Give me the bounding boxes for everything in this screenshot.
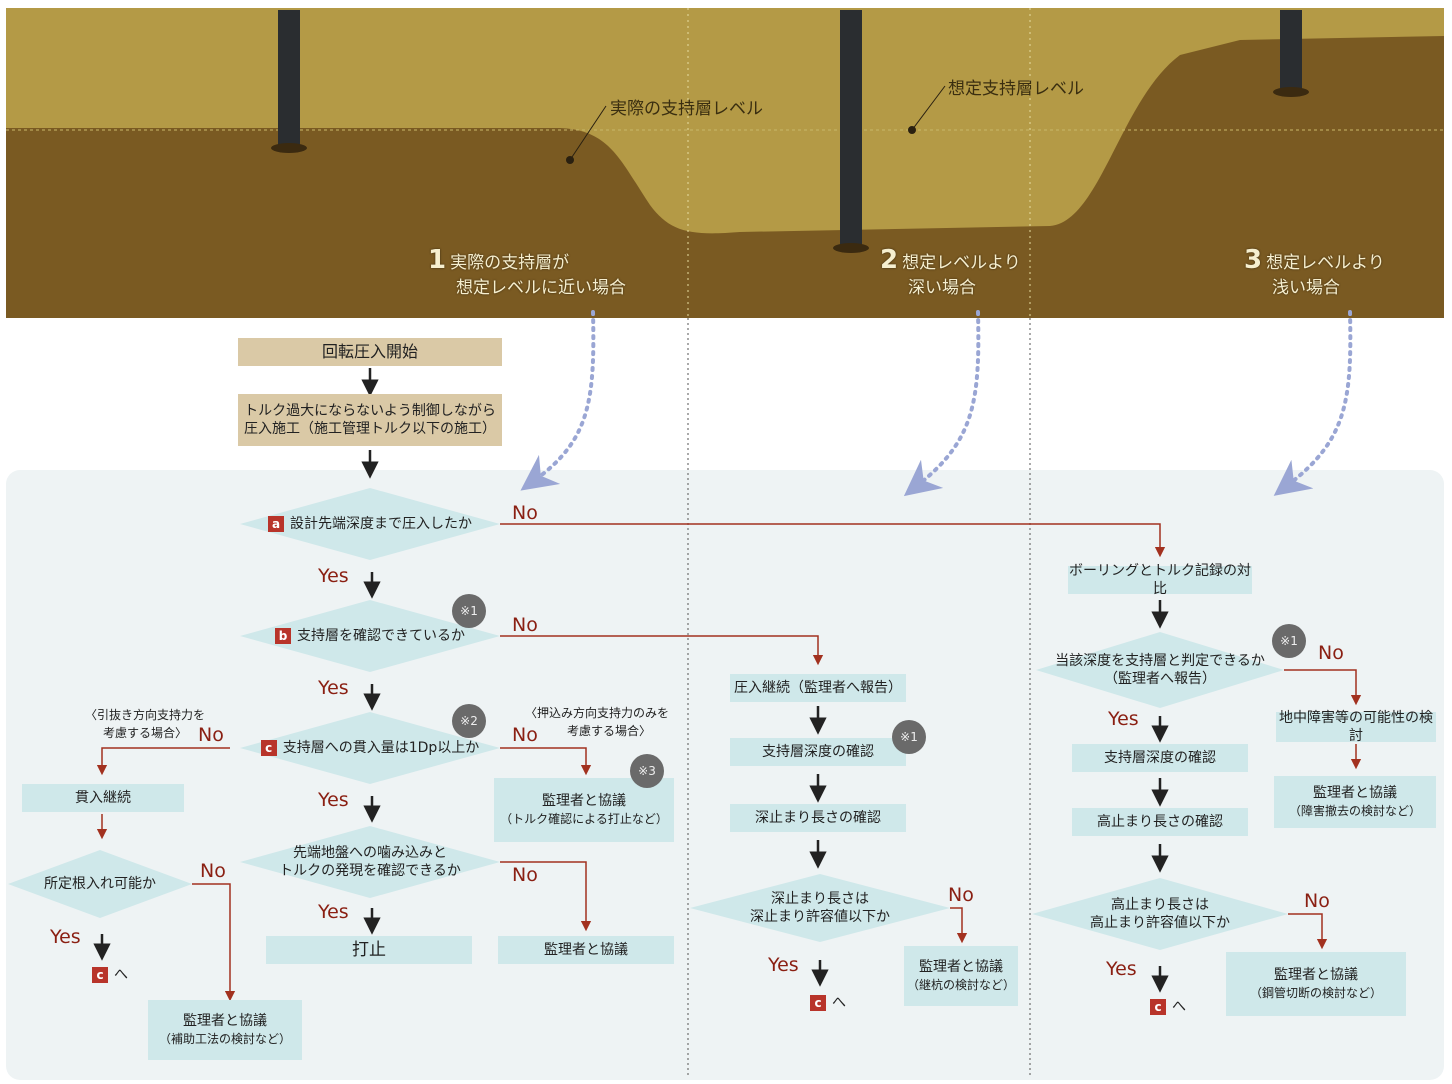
- yes-label-embed: Yes: [50, 926, 81, 948]
- note3-badge: ※3: [630, 754, 664, 788]
- col3-yes-label-1: Yes: [1108, 708, 1139, 730]
- col2-continue-box: 圧入継続（監理者へ報告）: [730, 674, 906, 702]
- col3-compare-box: ボーリングとトルク記録の対比: [1068, 563, 1252, 597]
- pile-3: [1280, 10, 1302, 92]
- diamond-a: [240, 488, 500, 560]
- pile-1: [278, 10, 300, 150]
- col3-yes-label-2: Yes: [1106, 958, 1137, 980]
- note2-badge: ※2: [452, 704, 486, 738]
- stop-box: 打止: [266, 936, 472, 964]
- pile-2: [840, 10, 862, 250]
- col2-consult-box: 監理者と協議（継杭の検討など）: [904, 946, 1018, 1006]
- leader-actual: [569, 105, 607, 161]
- pile-3-base: [1273, 87, 1309, 97]
- start-box: 回転圧入開始: [238, 338, 502, 366]
- case2-arrow: [903, 310, 981, 497]
- continue-penetration-box: 貫入継続: [22, 784, 184, 812]
- col2-question: 深止まり長さは深止まり許容値以下か: [750, 891, 890, 925]
- yes-label-c: Yes: [318, 789, 349, 811]
- col2-depth-box: 支持層深度の確認: [730, 738, 906, 766]
- no-label-c-left: No: [198, 724, 224, 746]
- case3-arrow: [1273, 310, 1353, 496]
- leader-assumed: [911, 85, 946, 131]
- no-label-b: No: [512, 614, 538, 636]
- assumed-level-label: 想定支持層レベル: [948, 79, 1084, 99]
- no-label-c-right: No: [512, 724, 538, 746]
- diamond-c: [240, 712, 500, 784]
- question-tip: 先端地盤への噛み込みとトルクの発現を確認できるか: [279, 845, 461, 879]
- consult-aux-box: 監理者と協議（補助工法の検討など）: [148, 1000, 302, 1060]
- pile-1-base: [271, 143, 307, 153]
- col3-high-length-box: 高止まり長さの確認: [1072, 808, 1248, 836]
- diamond-b: [240, 600, 500, 672]
- diamond-tip: [240, 826, 500, 898]
- col3-note1-badge: ※1: [1272, 624, 1306, 658]
- right-note: 〈押込み方向支持力のみを考慮する場合〉: [524, 706, 669, 738]
- col3-question-2: 高止まり長さは高止まり許容値以下か: [1090, 897, 1230, 931]
- col3-no-label-1: No: [1318, 642, 1344, 664]
- torque-control-box: トルク過大にならないよう制御しながら圧入施工（施工管理トルク以下の施工）: [238, 394, 502, 446]
- col3-no-label-2: No: [1304, 890, 1330, 912]
- question-embed: 所定根入れ可能か: [44, 876, 156, 892]
- no-label-tip: No: [512, 864, 538, 886]
- yes-label-b: Yes: [318, 677, 349, 699]
- col2-no-label: No: [948, 884, 974, 906]
- pile-2-base: [833, 243, 869, 253]
- diamond-col3-2: [1032, 878, 1288, 950]
- consult-plain-box: 監理者と協議: [498, 936, 674, 964]
- no-label-a: No: [512, 502, 538, 524]
- left-note: 〈引抜き方向支持力を考慮する場合〉: [84, 708, 205, 740]
- yes-label-a: Yes: [318, 565, 349, 587]
- col3-depth-box: 支持層深度の確認: [1072, 744, 1248, 772]
- yes-label-tip: Yes: [318, 901, 349, 923]
- col2-yes-label: Yes: [768, 954, 799, 976]
- consult-torque-box: 監理者と協議（トルク確認による打止など）: [494, 778, 674, 842]
- col3-consult-cut-box: 監理者と協議（鋼管切断の検討など）: [1226, 952, 1406, 1016]
- col2-deep-length-box: 深止まり長さの確認: [730, 804, 906, 832]
- actual-level-label: 実際の支持層レベル: [610, 99, 763, 119]
- soil-bearing-layer: [6, 36, 1444, 318]
- note1-badge: ※1: [452, 594, 486, 628]
- col3-consult-obstacle-box: 監理者と協議（障害撤去の検討など）: [1274, 776, 1436, 828]
- diamond-embed: [8, 850, 192, 918]
- diamond-col3-1: [1036, 632, 1284, 708]
- diamond-col2: [690, 874, 950, 942]
- col2-note1-badge: ※1: [892, 720, 926, 754]
- case1-arrow: [520, 310, 596, 491]
- col3-question-1: 当該深度を支持層と判定できるか（監理者へ報告）: [1055, 653, 1265, 687]
- no-label-embed: No: [200, 860, 226, 882]
- col3-obstacle-box: 地中障害等の可能性の検討: [1276, 710, 1436, 744]
